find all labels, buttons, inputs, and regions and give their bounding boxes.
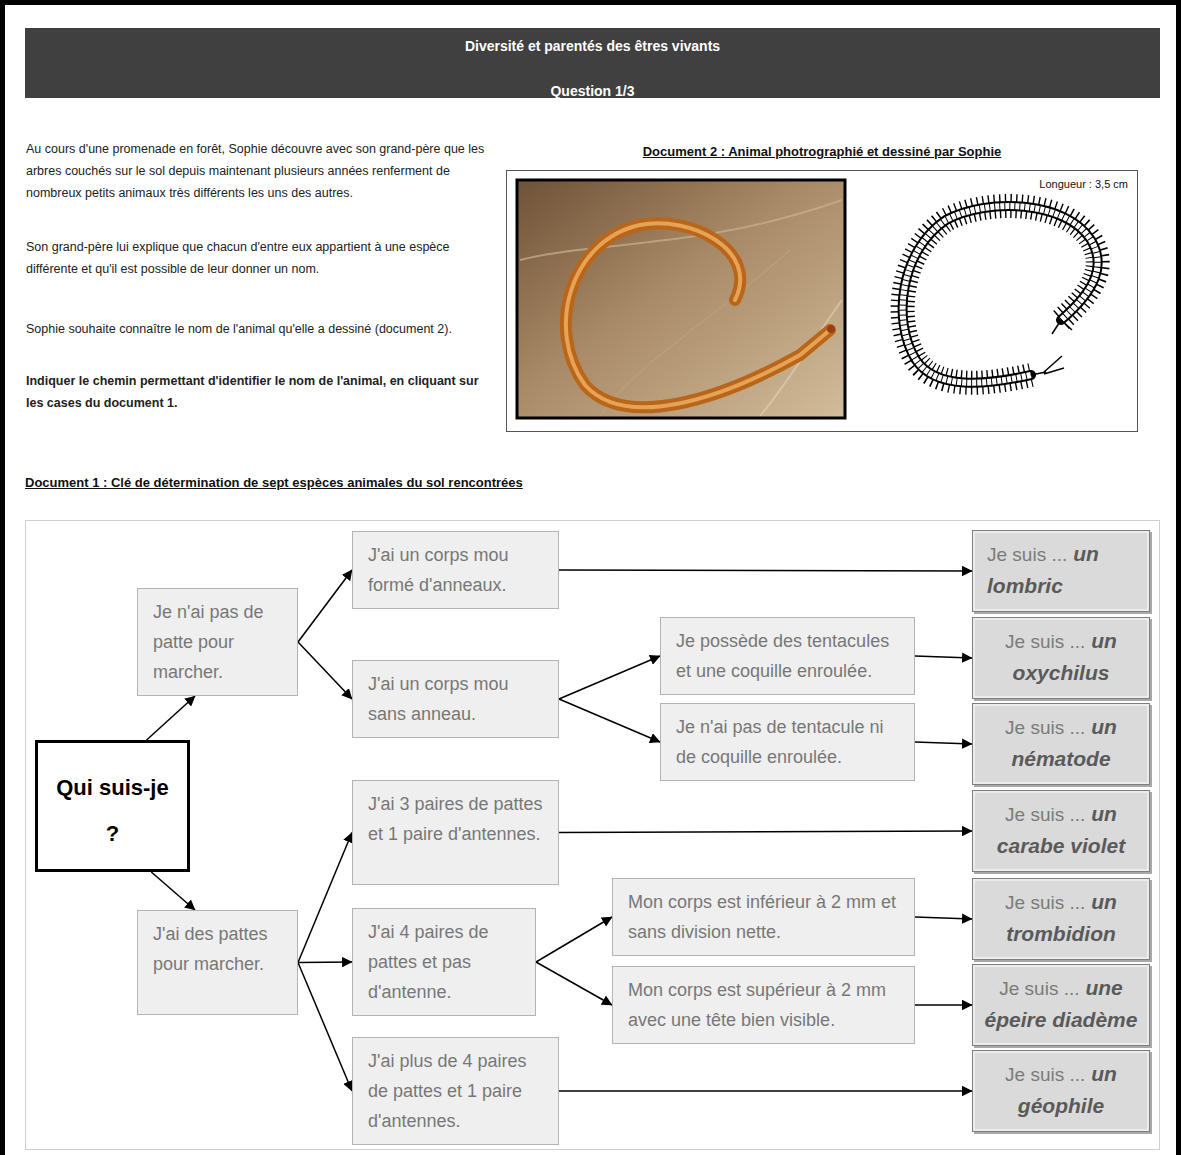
answer-prefix: Je suis ... xyxy=(999,978,1079,999)
document-panel: Document 2 : Animal photrographié et des… xyxy=(506,170,1138,432)
criterion-box: J'ai 4 paires de pattes et pas d'antenne… xyxy=(352,908,536,1016)
connector-arrow xyxy=(298,963,352,1092)
centipede-drawing xyxy=(903,206,1098,383)
centipede-body xyxy=(903,206,1098,383)
answer-prefix: Je suis ... xyxy=(1005,717,1085,738)
answer-text: Je suis ...un oxychilus xyxy=(981,626,1141,690)
answer-text: Je suis ...un lombric xyxy=(981,539,1141,603)
answer-text: Je suis ...un nématode xyxy=(981,712,1141,776)
connector-arrow xyxy=(559,699,660,742)
document-heading: Document 2 : Animal photrographié et des… xyxy=(507,144,1137,159)
connector-arrow xyxy=(536,962,612,1005)
dimension-label: Longueur : 3,5 cm xyxy=(1039,178,1128,190)
answer-box: Je suis ...un oxychilus xyxy=(972,617,1150,699)
centipede-photo-body xyxy=(566,223,830,407)
criterion-text: Mon corps est inférieur à 2 mm et sans d… xyxy=(628,887,904,947)
centipede-photo-head xyxy=(827,325,835,333)
document-panel: Document 1 : Clé de détermination de sep… xyxy=(25,520,1160,1150)
paragraph: Son grand-père lui explique que chacun d… xyxy=(26,236,498,280)
criterion-box: J'ai 3 paires de pattes et 1 paire d'ant… xyxy=(352,780,559,885)
answer-box: Je suis ...un géophile xyxy=(972,1050,1150,1132)
connector-arrow xyxy=(536,917,612,962)
answer-text: Je suis ...une épeire diadème xyxy=(981,973,1141,1037)
connector-arrow xyxy=(298,961,352,963)
question-number: Question 1/3 xyxy=(25,83,1160,99)
criterion-box: Je n'ai pas de tentacule ni de coquille … xyxy=(660,703,915,781)
criterion-text: Mon corps est supérieur à 2 mm avec une … xyxy=(628,975,904,1035)
criterion-text: J'ai des pattes pour marcher. xyxy=(153,919,287,979)
connector-arrow xyxy=(559,570,972,571)
connector-arrow xyxy=(915,742,972,744)
header-bar: Diversité et parentés des êtres vivantsQ… xyxy=(25,28,1160,98)
answer-box: Je suis ...un nématode xyxy=(972,703,1150,785)
answer-prefix: Je suis ... xyxy=(1005,1064,1085,1085)
centipede-photo-highlight xyxy=(566,223,830,407)
criterion-text: J'ai un corps mou sans anneau. xyxy=(368,669,548,729)
connector-arrow xyxy=(298,833,352,963)
connector-arrow xyxy=(915,1004,972,1006)
connector-arrow xyxy=(915,656,972,658)
instruction: Indiquer le chemin permettant d'identifi… xyxy=(26,370,498,414)
document-heading: Document 1 : Clé de détermination de sep… xyxy=(25,475,523,490)
answer-box: Je suis ...un carabe violet xyxy=(972,790,1150,872)
answer-prefix: Je suis ... xyxy=(1005,892,1085,913)
criterion-box: Je n'ai pas de patte pour marcher. xyxy=(137,588,298,696)
criterion-box: J'ai des pattes pour marcher. xyxy=(137,910,298,1015)
criterion-box: J'ai un corps mou sans anneau. xyxy=(352,660,559,738)
criterion-text: Je n'ai pas de tentacule ni de coquille … xyxy=(676,712,904,772)
answer-prefix: Je suis ... xyxy=(1005,631,1085,652)
criterion-box: J'ai plus de 4 paires de pattes et 1 pai… xyxy=(352,1037,559,1145)
connector-arrow xyxy=(559,831,972,833)
answer-text: Je suis ...un carabe violet xyxy=(981,799,1141,863)
answer-box: Je suis ...un lombric xyxy=(972,530,1150,612)
criterion-box: Mon corps est supérieur à 2 mm avec une … xyxy=(612,966,915,1044)
connector-arrow xyxy=(151,872,195,910)
criterion-text: J'ai plus de 4 paires de pattes et 1 pai… xyxy=(368,1046,548,1136)
connector-arrow xyxy=(559,656,660,699)
criterion-box: J'ai un corps mou formé d'anneaux. xyxy=(352,531,559,609)
centipede-antennae xyxy=(1031,356,1064,375)
criterion-text: J'ai 3 paires de pattes et 1 paire d'ant… xyxy=(368,789,548,849)
paragraph: Sophie souhaite connaître le nom de l'an… xyxy=(26,318,498,340)
criterion-text: Je n'ai pas de patte pour marcher. xyxy=(153,597,287,687)
answer-prefix: Je suis ... xyxy=(987,544,1067,565)
criterion-text: J'ai 4 paires de pattes et pas d'antenne… xyxy=(368,917,525,1007)
connector-arrow xyxy=(147,696,195,740)
photo-border xyxy=(517,180,845,418)
page-title: Diversité et parentés des êtres vivants xyxy=(25,38,1160,54)
criterion-box: Je possède des tentacules et une coquill… xyxy=(660,617,915,695)
start-text: Qui suis-je ? xyxy=(54,765,172,857)
criterion-box: Mon corps est inférieur à 2 mm et sans d… xyxy=(612,878,915,956)
answer-box: Je suis ...une épeire diadème xyxy=(972,964,1150,1046)
answer-prefix: Je suis ... xyxy=(1005,804,1085,825)
photo xyxy=(517,180,845,418)
leaf-vein xyxy=(600,250,790,416)
connector-arrow xyxy=(298,570,352,642)
answer-box: Je suis ...un trombidion xyxy=(972,878,1150,960)
centipede-segments xyxy=(903,206,1098,383)
criterion-text: J'ai un corps mou formé d'anneaux. xyxy=(368,540,548,600)
photo-ground xyxy=(517,180,845,418)
connector-arrow xyxy=(559,1090,972,1092)
start-box: Qui suis-je ? xyxy=(35,740,190,872)
paragraph: Au cours d'une promenade en forêt, Sophi… xyxy=(26,138,498,204)
connector-arrow xyxy=(915,917,972,919)
centipede-tail xyxy=(1052,320,1072,334)
criterion-text: Je possède des tentacules et une coquill… xyxy=(676,626,904,686)
answer-text: Je suis ...un trombidion xyxy=(981,887,1141,951)
answer-text: Je suis ...un géophile xyxy=(981,1059,1141,1123)
centipede-legs xyxy=(903,206,1098,383)
centipede-outline xyxy=(903,206,1098,383)
connector-arrow xyxy=(298,642,352,699)
